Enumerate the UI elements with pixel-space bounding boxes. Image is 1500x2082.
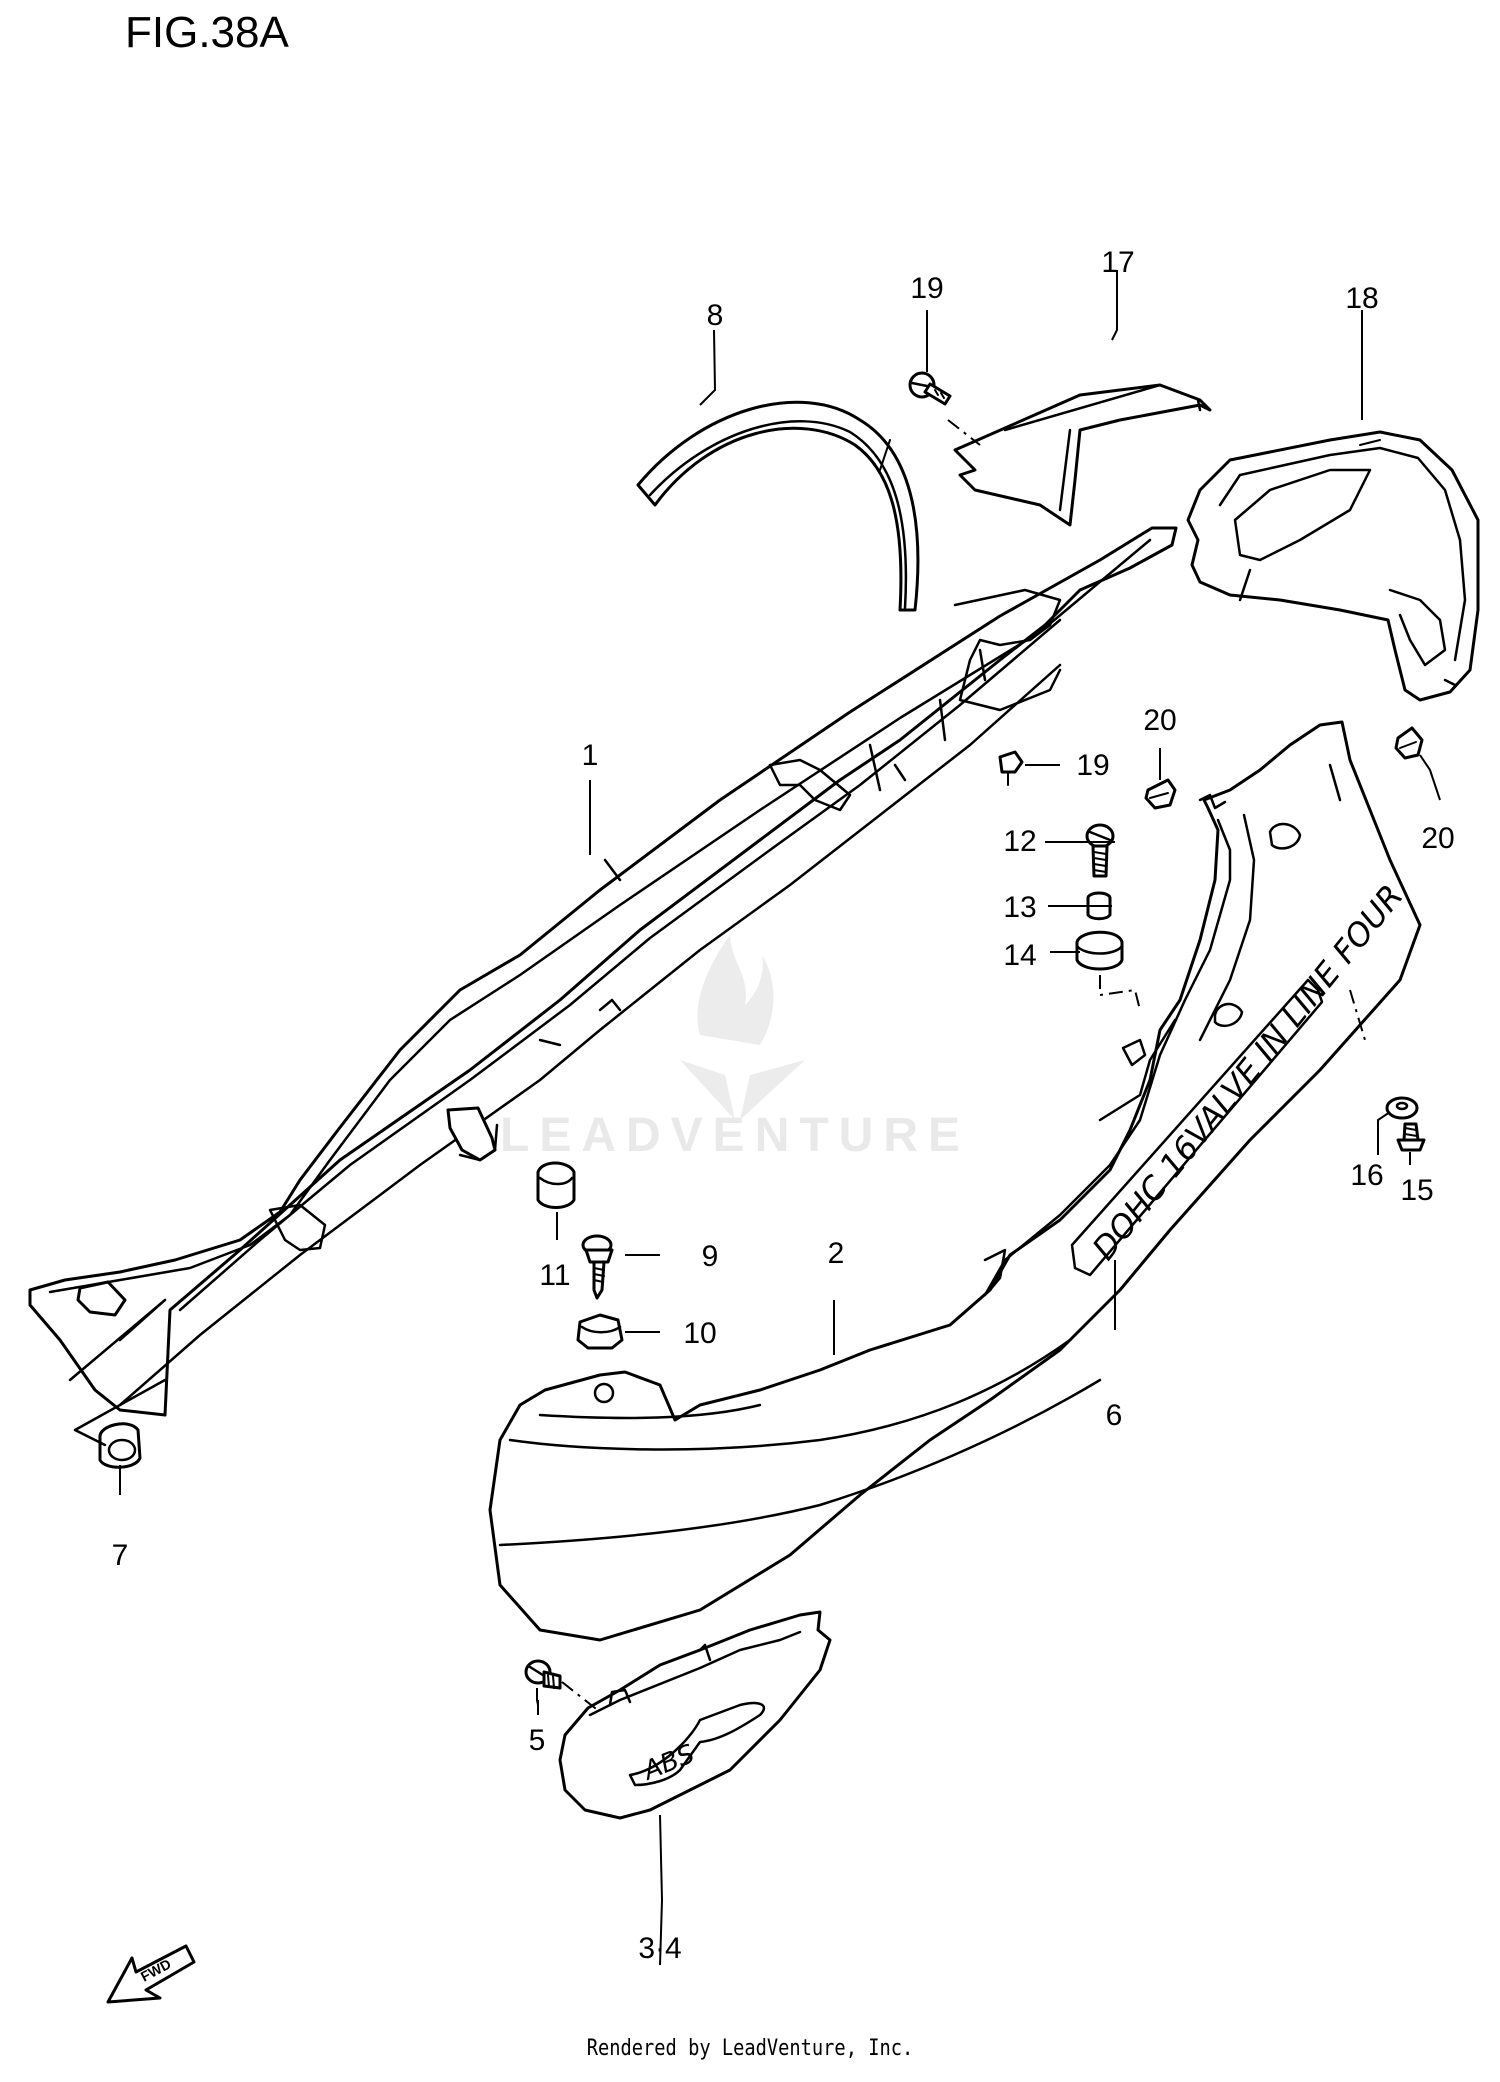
callout-20-right: 20 <box>1421 822 1454 855</box>
part-18-grab-rail <box>1186 430 1480 702</box>
callout-8: 8 <box>707 299 724 332</box>
callout-12: 12 <box>1003 825 1036 858</box>
callout-labels: 1 2 3·4 5 6 7 8 9 10 11 12 13 14 15 16 1… <box>112 246 1455 1965</box>
part-19-screw-mid <box>998 750 1024 786</box>
part-7-grommet <box>73 1378 167 1469</box>
part-6-decal-outline <box>1070 978 1324 1277</box>
leader-lines <box>119 270 1441 1966</box>
part-20-clip-left <box>1144 778 1177 810</box>
part-8-arch-trim <box>636 400 920 612</box>
part-3-4-frame-cover: ABS <box>558 1610 832 1820</box>
callout-9: 9 <box>702 1240 719 1273</box>
part-20-clip-right <box>1394 726 1424 760</box>
callout-19-mid: 19 <box>1076 749 1109 782</box>
callout-1: 1 <box>582 739 599 772</box>
callout-14: 14 <box>1003 939 1036 972</box>
part-13-collar <box>1086 891 1112 921</box>
callout-18: 18 <box>1345 282 1378 315</box>
callout-20-left: 20 <box>1143 704 1176 737</box>
callout-17: 17 <box>1101 246 1134 279</box>
callout-6: 6 <box>1106 1399 1123 1432</box>
part-12-screw <box>1085 823 1115 878</box>
part-10-nut <box>576 1313 624 1350</box>
callout-11: 11 <box>539 1259 570 1292</box>
callout-7: 7 <box>112 1539 129 1572</box>
part-15-screw <box>1396 1122 1426 1152</box>
callout-5: 5 <box>529 1724 546 1757</box>
callout-19-top: 19 <box>910 272 943 305</box>
callout-15: 15 <box>1400 1174 1433 1207</box>
part-9-screw <box>581 1234 614 1300</box>
callout-10: 10 <box>683 1317 716 1350</box>
callout-3-4: 3·4 <box>638 1932 681 1965</box>
figure-title: FIG.38A <box>125 8 289 57</box>
part-19-screw-top <box>908 371 952 406</box>
part-16-washer <box>1385 1096 1419 1120</box>
part-11-cushion <box>536 1161 576 1209</box>
part-17-tail-panel <box>947 383 1212 527</box>
callout-2: 2 <box>828 1237 845 1270</box>
callout-16: 16 <box>1350 1159 1383 1192</box>
part-5-screw <box>524 1659 601 1713</box>
part-2-side-cover: DOHC 16VALVE IN LINE FOUR <box>488 720 1422 1642</box>
fwd-arrow-icon: FWD <box>106 1944 196 2004</box>
part-1-seat-rail-cover <box>28 526 1178 1417</box>
watermark-logo <box>680 935 805 1120</box>
callout-13: 13 <box>1003 891 1036 924</box>
footer-credit: Rendered by LeadVenture, Inc. <box>586 2036 914 2061</box>
watermark: LEADVENTURE <box>500 1109 971 1162</box>
part-14-cushion <box>1075 930 1141 1011</box>
